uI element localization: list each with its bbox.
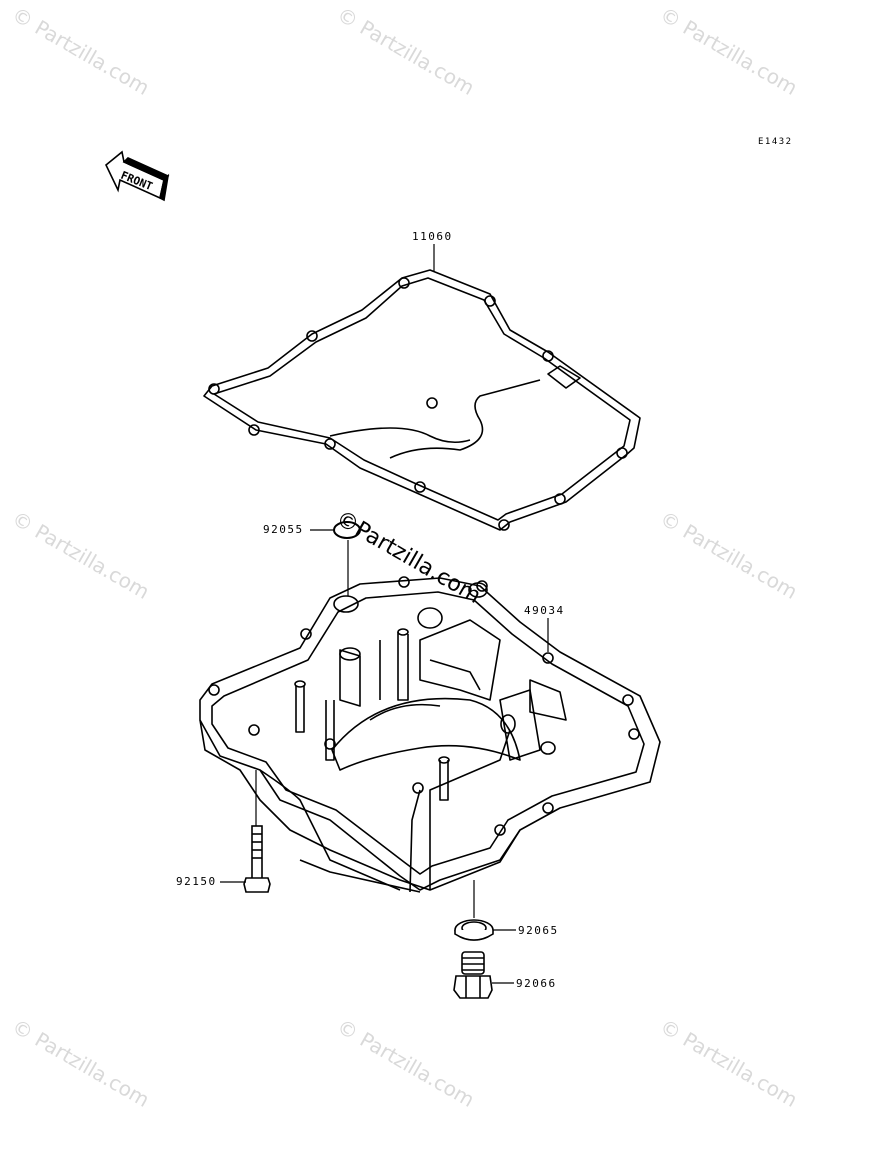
leader-lines — [220, 244, 549, 984]
part-label-gasket: 11060 — [412, 230, 453, 243]
part-label-bolt: 92150 — [176, 875, 217, 888]
part-label-washer: 92065 — [518, 924, 559, 937]
bolt — [243, 825, 271, 893]
drain-plug — [453, 951, 493, 999]
part-label-drain-plug: 92066 — [516, 977, 557, 990]
diagram-code: E1432 — [758, 137, 793, 147]
washer — [454, 919, 494, 941]
part-label-o-ring: 92055 — [263, 523, 304, 536]
part-label-oil-pan: 49034 — [524, 604, 565, 617]
gasket — [203, 269, 641, 531]
front-arrow-icon: FRONT — [105, 150, 170, 202]
oil-pan — [199, 576, 661, 893]
